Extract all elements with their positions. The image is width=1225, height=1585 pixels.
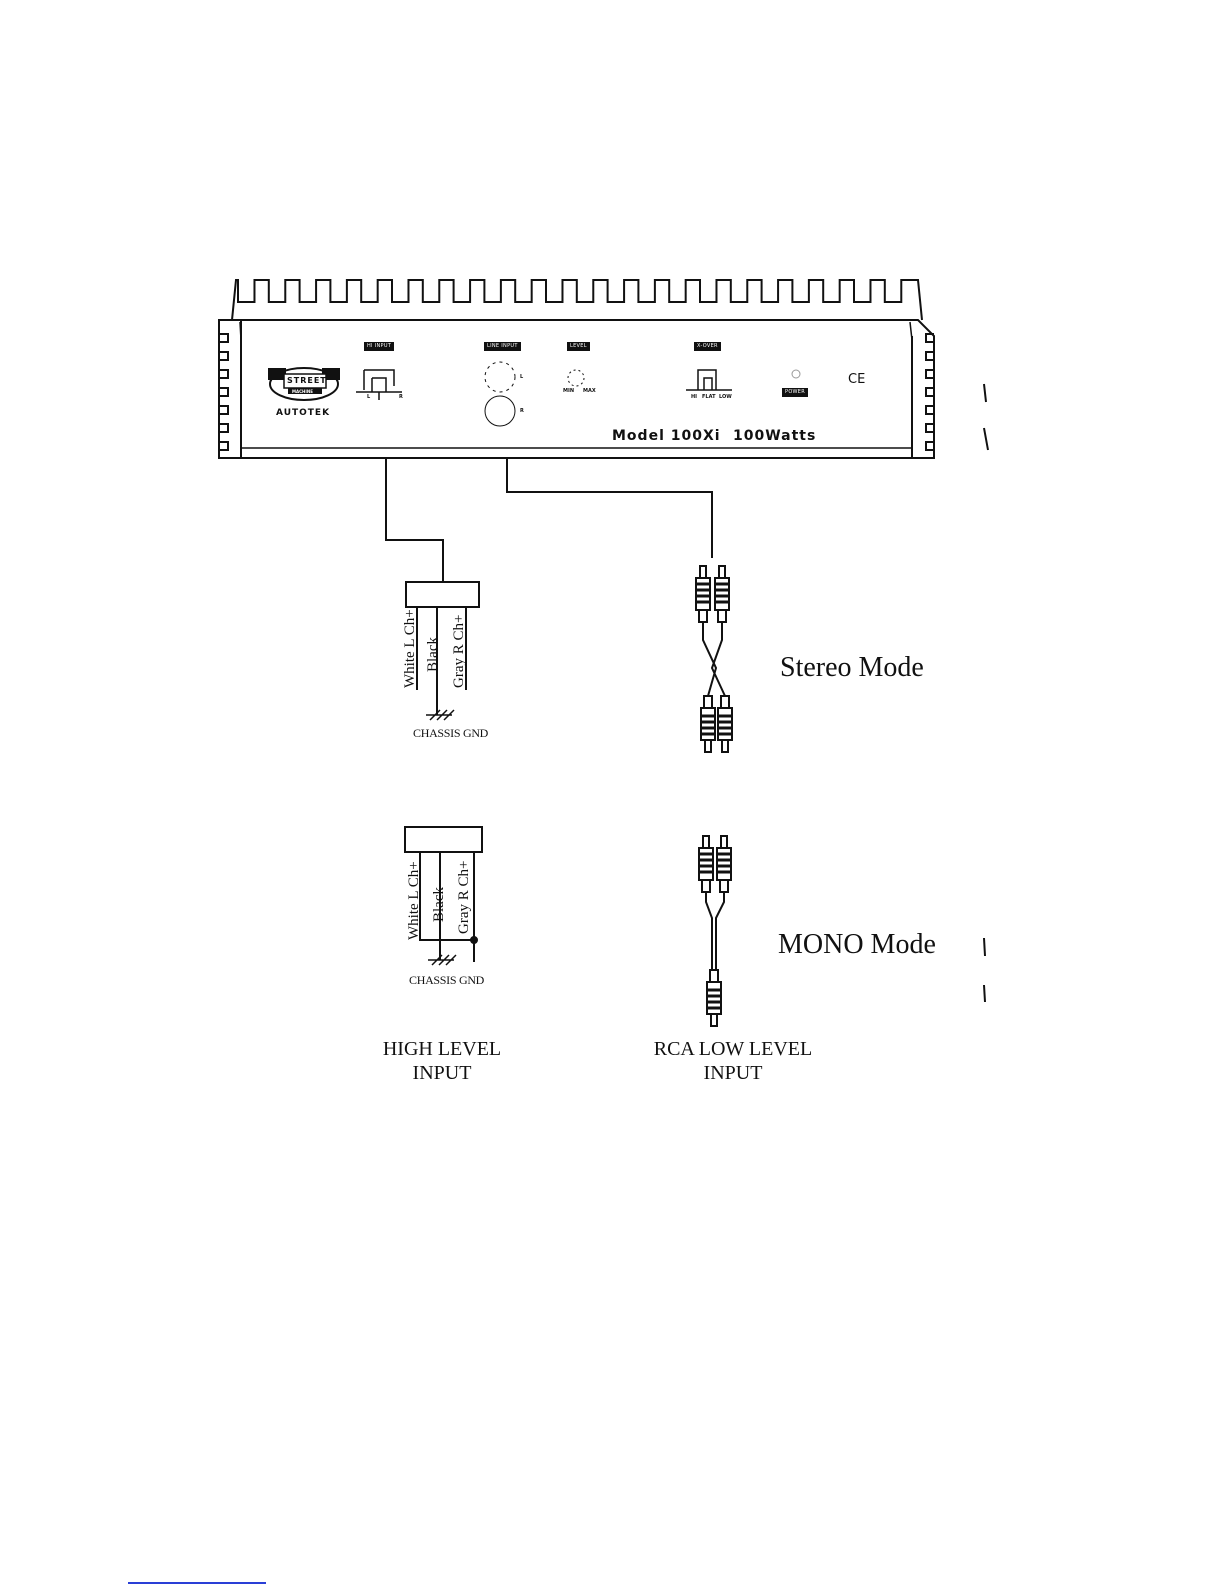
level-knob [568, 370, 584, 386]
stereo-wire-black-label: Black [425, 637, 442, 672]
power-tag: POWER [782, 388, 808, 397]
line-input-tag: LINE INPUT [484, 342, 521, 351]
scan-marks [984, 384, 988, 1002]
line-input-lead [507, 458, 712, 558]
mono-ground-label: CHASSIS GND [409, 973, 484, 988]
mono-wire-black-label: Black [431, 887, 448, 922]
rca-plug [701, 696, 715, 752]
right-rib [926, 388, 934, 396]
rca-plug [699, 836, 713, 892]
rca-plug [696, 566, 710, 622]
heatsink-fins [232, 280, 922, 320]
left-rib [219, 352, 228, 360]
high-level-caption-line2: INPUT [362, 1061, 522, 1085]
rca-plug [718, 696, 732, 752]
xover-low: LOW [719, 394, 732, 400]
mono-rca-cable [699, 836, 731, 1026]
right-rib [926, 406, 934, 414]
level-max: MAX [583, 388, 596, 394]
right-rib [926, 352, 934, 360]
connection-lines [386, 458, 712, 582]
stereo-wire-gray-label: Gray R Ch+ [451, 615, 468, 688]
line-input-jacks [485, 362, 515, 426]
left-rib [219, 424, 228, 432]
left-rib [219, 370, 228, 378]
left-rib [219, 334, 228, 342]
model-label: Model 100Xi [612, 428, 721, 444]
rca-plug [715, 566, 729, 622]
high-level-caption-line1: HIGH LEVEL [362, 1037, 522, 1061]
right-rib [926, 442, 934, 450]
left-rib [219, 406, 228, 414]
stereo-rca-wire [703, 622, 725, 696]
mono-rca-wire [706, 892, 724, 970]
stereo-wire-white-label: White L Ch+ [402, 609, 419, 688]
hi-input-terminal [356, 370, 402, 400]
rca-low-level-caption: RCA LOW LEVEL INPUT [638, 1037, 828, 1085]
mono-connector [405, 827, 482, 852]
line-input-channel-r: R [520, 408, 524, 414]
right-rib [926, 424, 934, 432]
xover-switch [686, 370, 732, 390]
mono-wire-white-label: White L Ch+ [406, 861, 423, 940]
stereo-ground-label: CHASSIS GND [413, 726, 488, 741]
hi-input-terminal-l: L [367, 394, 370, 400]
logo-subtext: MACHINE [292, 389, 313, 394]
hi-input-terminal-r: R [399, 394, 403, 400]
brand-name: AUTOTEK [276, 408, 330, 418]
right-rib [926, 370, 934, 378]
xover-flat: FLAT [702, 394, 716, 400]
rca-plug [707, 970, 721, 1026]
mono-wire-gray-label: Gray R Ch+ [456, 861, 473, 934]
left-rib [219, 442, 228, 450]
rca-plug [717, 836, 731, 892]
xover-hi: HI [691, 394, 697, 400]
logo-text: STREET [287, 376, 327, 385]
level-min: MIN [563, 388, 574, 394]
ce-mark: CE [848, 372, 865, 387]
high-level-caption: HIGH LEVEL INPUT [362, 1037, 522, 1085]
mono-mode-label: MONO Mode [778, 929, 936, 961]
rca-low-level-caption-line2: INPUT [638, 1061, 828, 1085]
stereo-connector [406, 582, 479, 607]
left-side-ribs [219, 334, 228, 450]
hi-input-lead [386, 458, 443, 582]
line-input-channel-l: L [520, 374, 523, 380]
rca-low-level-caption-line1: RCA LOW LEVEL [638, 1037, 828, 1061]
stereo-mode-label: Stereo Mode [780, 652, 924, 684]
bottom-link-underline [128, 1582, 266, 1584]
level-tag: LEVEL [567, 342, 590, 351]
xover-tag: X-OVER [694, 342, 721, 351]
left-rib [219, 388, 228, 396]
watts-label: 100Watts [733, 428, 816, 444]
stereo-rca-cable [696, 566, 732, 752]
hi-input-tag: HI INPUT [364, 342, 394, 351]
power-led [792, 370, 800, 378]
right-side-ribs [926, 334, 934, 450]
